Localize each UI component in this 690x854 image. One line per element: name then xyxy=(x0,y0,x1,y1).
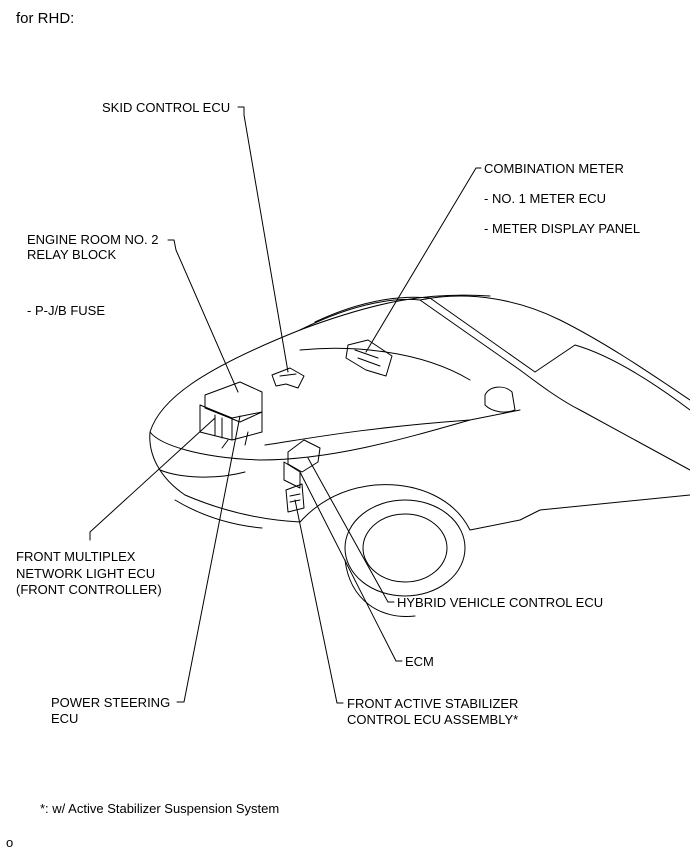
label-pjb-fuse: - P-J/B FUSE xyxy=(27,303,106,318)
label-combination-meter: COMBINATION METER xyxy=(484,161,624,176)
skid-control-ecu-part xyxy=(271,367,305,389)
label-ecm: ECM xyxy=(405,654,434,669)
label-engine-room-line2: RELAY BLOCK xyxy=(27,247,117,262)
label-front-multiplex-line3: (FRONT CONTROLLER) xyxy=(16,582,162,597)
label-front-multiplex-line2: NETWORK LIGHT ECU xyxy=(16,566,156,581)
combination-meter-part xyxy=(345,339,393,377)
footnote: *: w/ Active Stabilizer Suspension Syste… xyxy=(40,801,280,816)
label-front-active-line1: FRONT ACTIVE STABILIZER xyxy=(347,696,519,711)
label-skid-control-ecu: SKID CONTROL ECU xyxy=(102,100,231,115)
label-front-multiplex-line1: FRONT MULTIPLEX xyxy=(16,549,136,564)
label-no1-meter-ecu: - NO. 1 METER ECU xyxy=(484,191,607,206)
car-outline xyxy=(149,294,690,617)
label-front-active-line2: CONTROL ECU ASSEMBLY* xyxy=(347,712,519,727)
label-meter-display-panel: - METER DISPLAY PANEL xyxy=(484,221,641,236)
page-title: for RHD: xyxy=(16,10,75,27)
hybrid-ecu-ecm-parts xyxy=(283,439,321,513)
engine-room-relay-block xyxy=(199,381,263,449)
label-power-steering-line2: ECU xyxy=(51,711,79,726)
label-engine-room-line1: ENGINE ROOM NO. 2 xyxy=(27,232,159,247)
leader-lines xyxy=(89,106,482,704)
label-hybrid-vehicle-control-ecu: HYBRID VEHICLE CONTROL ECU xyxy=(397,595,604,610)
figure-id: o xyxy=(6,835,14,850)
label-power-steering-line1: POWER STEERING xyxy=(51,695,171,710)
